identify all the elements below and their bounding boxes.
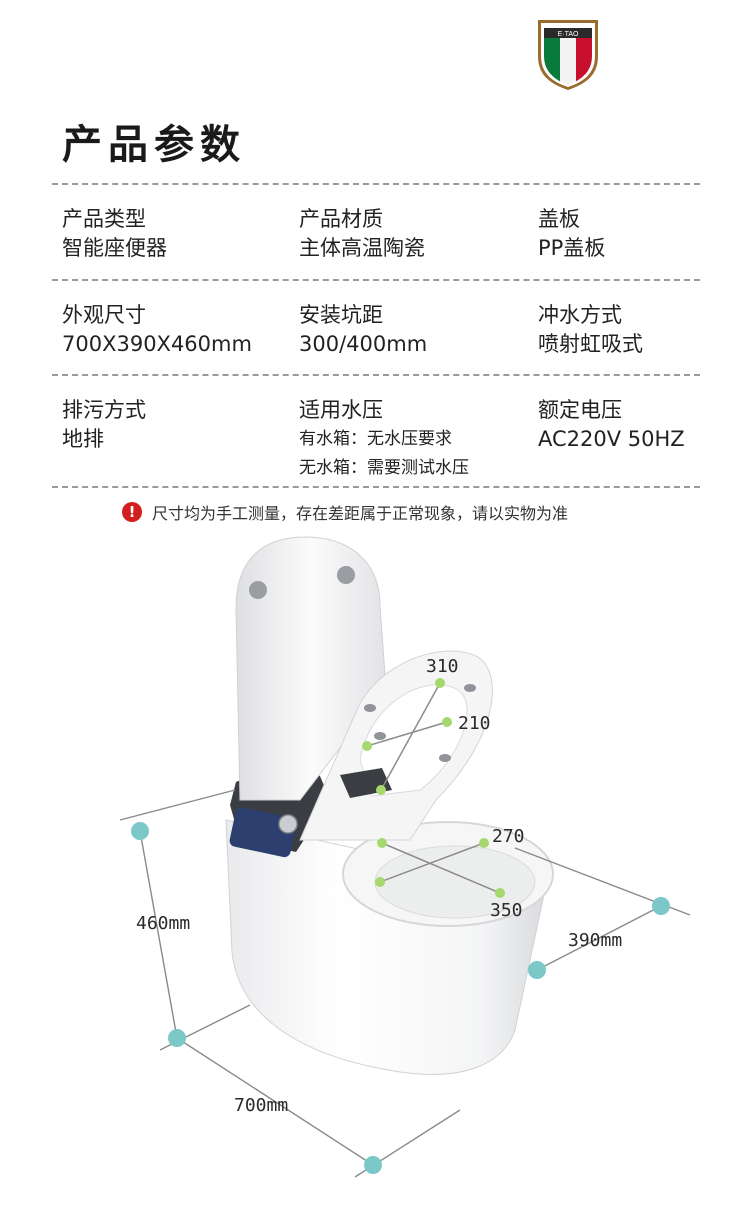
measurement-notice: ! 尺寸均为手工测量，存在差距属于正常现象，请以实物为准 [122, 500, 568, 524]
spec-label: 冲水方式 [538, 303, 622, 327]
spec-material: 产品材质 主体高温陶瓷 [299, 205, 425, 263]
height-label: 460mm [136, 913, 190, 934]
warning-icon: ! [122, 502, 142, 522]
divider [52, 486, 700, 488]
spec-label: 盖板 [538, 207, 580, 231]
page-title: 产品参数 [62, 122, 246, 168]
spec-dimensions: 外观尺寸 700X390X460mm [62, 301, 252, 359]
spec-label: 产品类型 [62, 207, 146, 231]
spec-product-type: 产品类型 智能座便器 [62, 205, 167, 263]
dimension-marker [364, 1156, 382, 1174]
seat-outer-label: 310 [426, 656, 459, 677]
spec-flush-type: 冲水方式 喷射虹吸式 [538, 301, 643, 359]
dimension-marker [131, 822, 149, 840]
spec-rough-in: 安装坑距 300/400mm [299, 301, 427, 359]
dimension-markers [131, 822, 670, 1174]
spec-cover: 盖板 PP盖板 [538, 205, 605, 263]
toilet-illustration [225, 536, 554, 1075]
seat-marker [375, 877, 385, 887]
notice-text: 尺寸均为手工测量，存在差距属于正常现象，请以实物为准 [152, 504, 569, 523]
spec-value: 300/400mm [299, 332, 428, 356]
spec-label: 产品材质 [299, 207, 383, 231]
spec-value: 700X390X460mm [62, 332, 252, 356]
divider [52, 374, 700, 376]
brand-logo: E·TAO [538, 20, 598, 90]
spec-value: PP盖板 [538, 236, 606, 260]
seat-inner-label: 210 [458, 713, 491, 734]
spec-water-pressure: 适用水压 有水箱：无水压要求 无水箱：需要测试水压 [299, 396, 469, 483]
spec-value: 智能座便器 [62, 236, 167, 260]
spec-value: 地排 [62, 427, 104, 451]
spec-value: AC220V 50HZ [538, 427, 685, 451]
spec-value: 喷射虹吸式 [538, 332, 643, 356]
seat-marker [495, 888, 505, 898]
seat-marker [362, 741, 372, 751]
length-label: 700mm [234, 1095, 288, 1116]
spec-label: 适用水压 [299, 398, 383, 422]
spec-value: 有水箱：无水压要求 [299, 429, 452, 449]
logo-text: E·TAO [558, 31, 579, 38]
bowl-width-label: 270 [492, 826, 525, 847]
seat-markers [362, 678, 505, 898]
width-label: 390mm [568, 930, 622, 951]
dimension-marker [168, 1029, 186, 1047]
spec-label: 外观尺寸 [62, 303, 146, 327]
spec-label: 安装坑距 [299, 303, 383, 327]
spec-value: 主体高温陶瓷 [299, 236, 425, 260]
spec-label: 额定电压 [538, 398, 622, 422]
dimension-marker [652, 897, 670, 915]
seat-marker [479, 838, 489, 848]
dimension-marker [528, 961, 546, 979]
spec-value-2: 无水箱：需要测试水压 [299, 458, 469, 478]
divider [52, 183, 700, 185]
spec-label: 排污方式 [62, 398, 146, 422]
bowl-length-label: 350 [490, 900, 523, 921]
seat-measurements [366, 682, 501, 894]
seat-marker [442, 717, 452, 727]
seat-marker [377, 838, 387, 848]
product-diagram: 310 210 270 350 460mm 390mm 700mm [119, 536, 691, 1178]
divider [52, 279, 700, 281]
seat-marker [435, 678, 445, 688]
seat-marker [376, 785, 386, 795]
spec-drain: 排污方式 地排 [62, 396, 146, 454]
spec-voltage: 额定电压 AC220V 50HZ [538, 396, 685, 454]
